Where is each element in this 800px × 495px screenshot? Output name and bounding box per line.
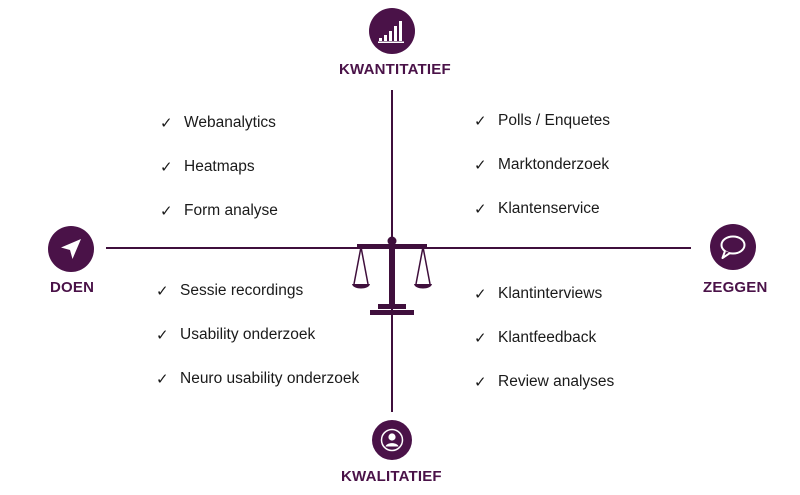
quadrant-top-left: ✓ Webanalytics ✓ Heatmaps ✓ Form analyse — [160, 101, 278, 233]
speech-bubble-icon — [710, 224, 756, 270]
list-item-label: Sessie recordings — [180, 282, 304, 299]
list-item: ✓ Webanalytics — [160, 101, 278, 145]
horizontal-axis — [106, 247, 691, 249]
quadrant-bottom-right: ✓ Klantinterviews ✓ Klantfeedback ✓ Review an… — [474, 272, 614, 404]
list-item-label: Heatmaps — [184, 158, 255, 175]
axis-label-left: DOEN — [50, 279, 95, 296]
balance-scale-icon — [352, 236, 432, 315]
check-icon: ✓ — [474, 201, 487, 218]
list-item: ✓ Review analyses — [474, 360, 614, 404]
check-icon: ✓ — [474, 286, 487, 303]
list-item-label: Marktonderzoek — [498, 156, 610, 173]
list-item-label: Usability onderzoek — [180, 326, 316, 343]
check-icon: ✓ — [160, 159, 173, 176]
list-item: ✓ Heatmaps — [160, 145, 278, 189]
list-item-label: Neuro usability onderzoek — [180, 370, 360, 387]
check-icon: ✓ — [160, 203, 173, 220]
check-icon: ✓ — [474, 157, 487, 174]
check-icon: ✓ — [156, 283, 169, 300]
list-item-label: Polls / Enquetes — [498, 112, 611, 129]
check-icon: ✓ — [474, 330, 487, 347]
list-item: ✓ Marktonderzoek — [474, 143, 610, 187]
list-item-label: Review analyses — [498, 373, 615, 390]
list-item: ✓ Sessie recordings — [156, 269, 359, 313]
list-item: ✓ Polls / Enquetes — [474, 99, 610, 143]
navigation-arrow-icon — [48, 226, 94, 272]
list-item-label: Form analyse — [184, 202, 278, 219]
list-item-label: Klantenservice — [498, 200, 600, 217]
list-item: ✓ Usability onderzoek — [156, 313, 359, 357]
list-item: ✓ Neuro usability onderzoek — [156, 357, 359, 401]
list-item: ✓ Klantfeedback — [474, 316, 614, 360]
check-icon: ✓ — [156, 371, 169, 388]
quadrant-top-right: ✓ Polls / Enquetes ✓ Marktonderzoek ✓ Klanten… — [474, 99, 610, 231]
quadrant-bottom-left: ✓ Sessie recordings ✓ Usability onderzoek ✓ N… — [156, 269, 359, 401]
list-item: ✓ Form analyse — [160, 189, 278, 233]
axis-label-bottom: KWALITATIEF — [341, 468, 442, 485]
check-icon: ✓ — [160, 115, 173, 132]
axis-label-right: ZEGGEN — [703, 279, 768, 296]
check-icon: ✓ — [474, 113, 487, 130]
user-icon — [372, 420, 412, 460]
list-item: ✓ Klantenservice — [474, 187, 610, 231]
list-item: ✓ Klantinterviews — [474, 272, 614, 316]
list-item-label: Klantinterviews — [498, 285, 603, 302]
check-icon: ✓ — [474, 374, 487, 391]
list-item-label: Webanalytics — [184, 114, 276, 131]
bar-chart-icon — [369, 8, 415, 54]
axis-label-top: KWANTITATIEF — [339, 61, 451, 78]
list-item-label: Klantfeedback — [498, 329, 597, 346]
check-icon: ✓ — [156, 327, 169, 344]
